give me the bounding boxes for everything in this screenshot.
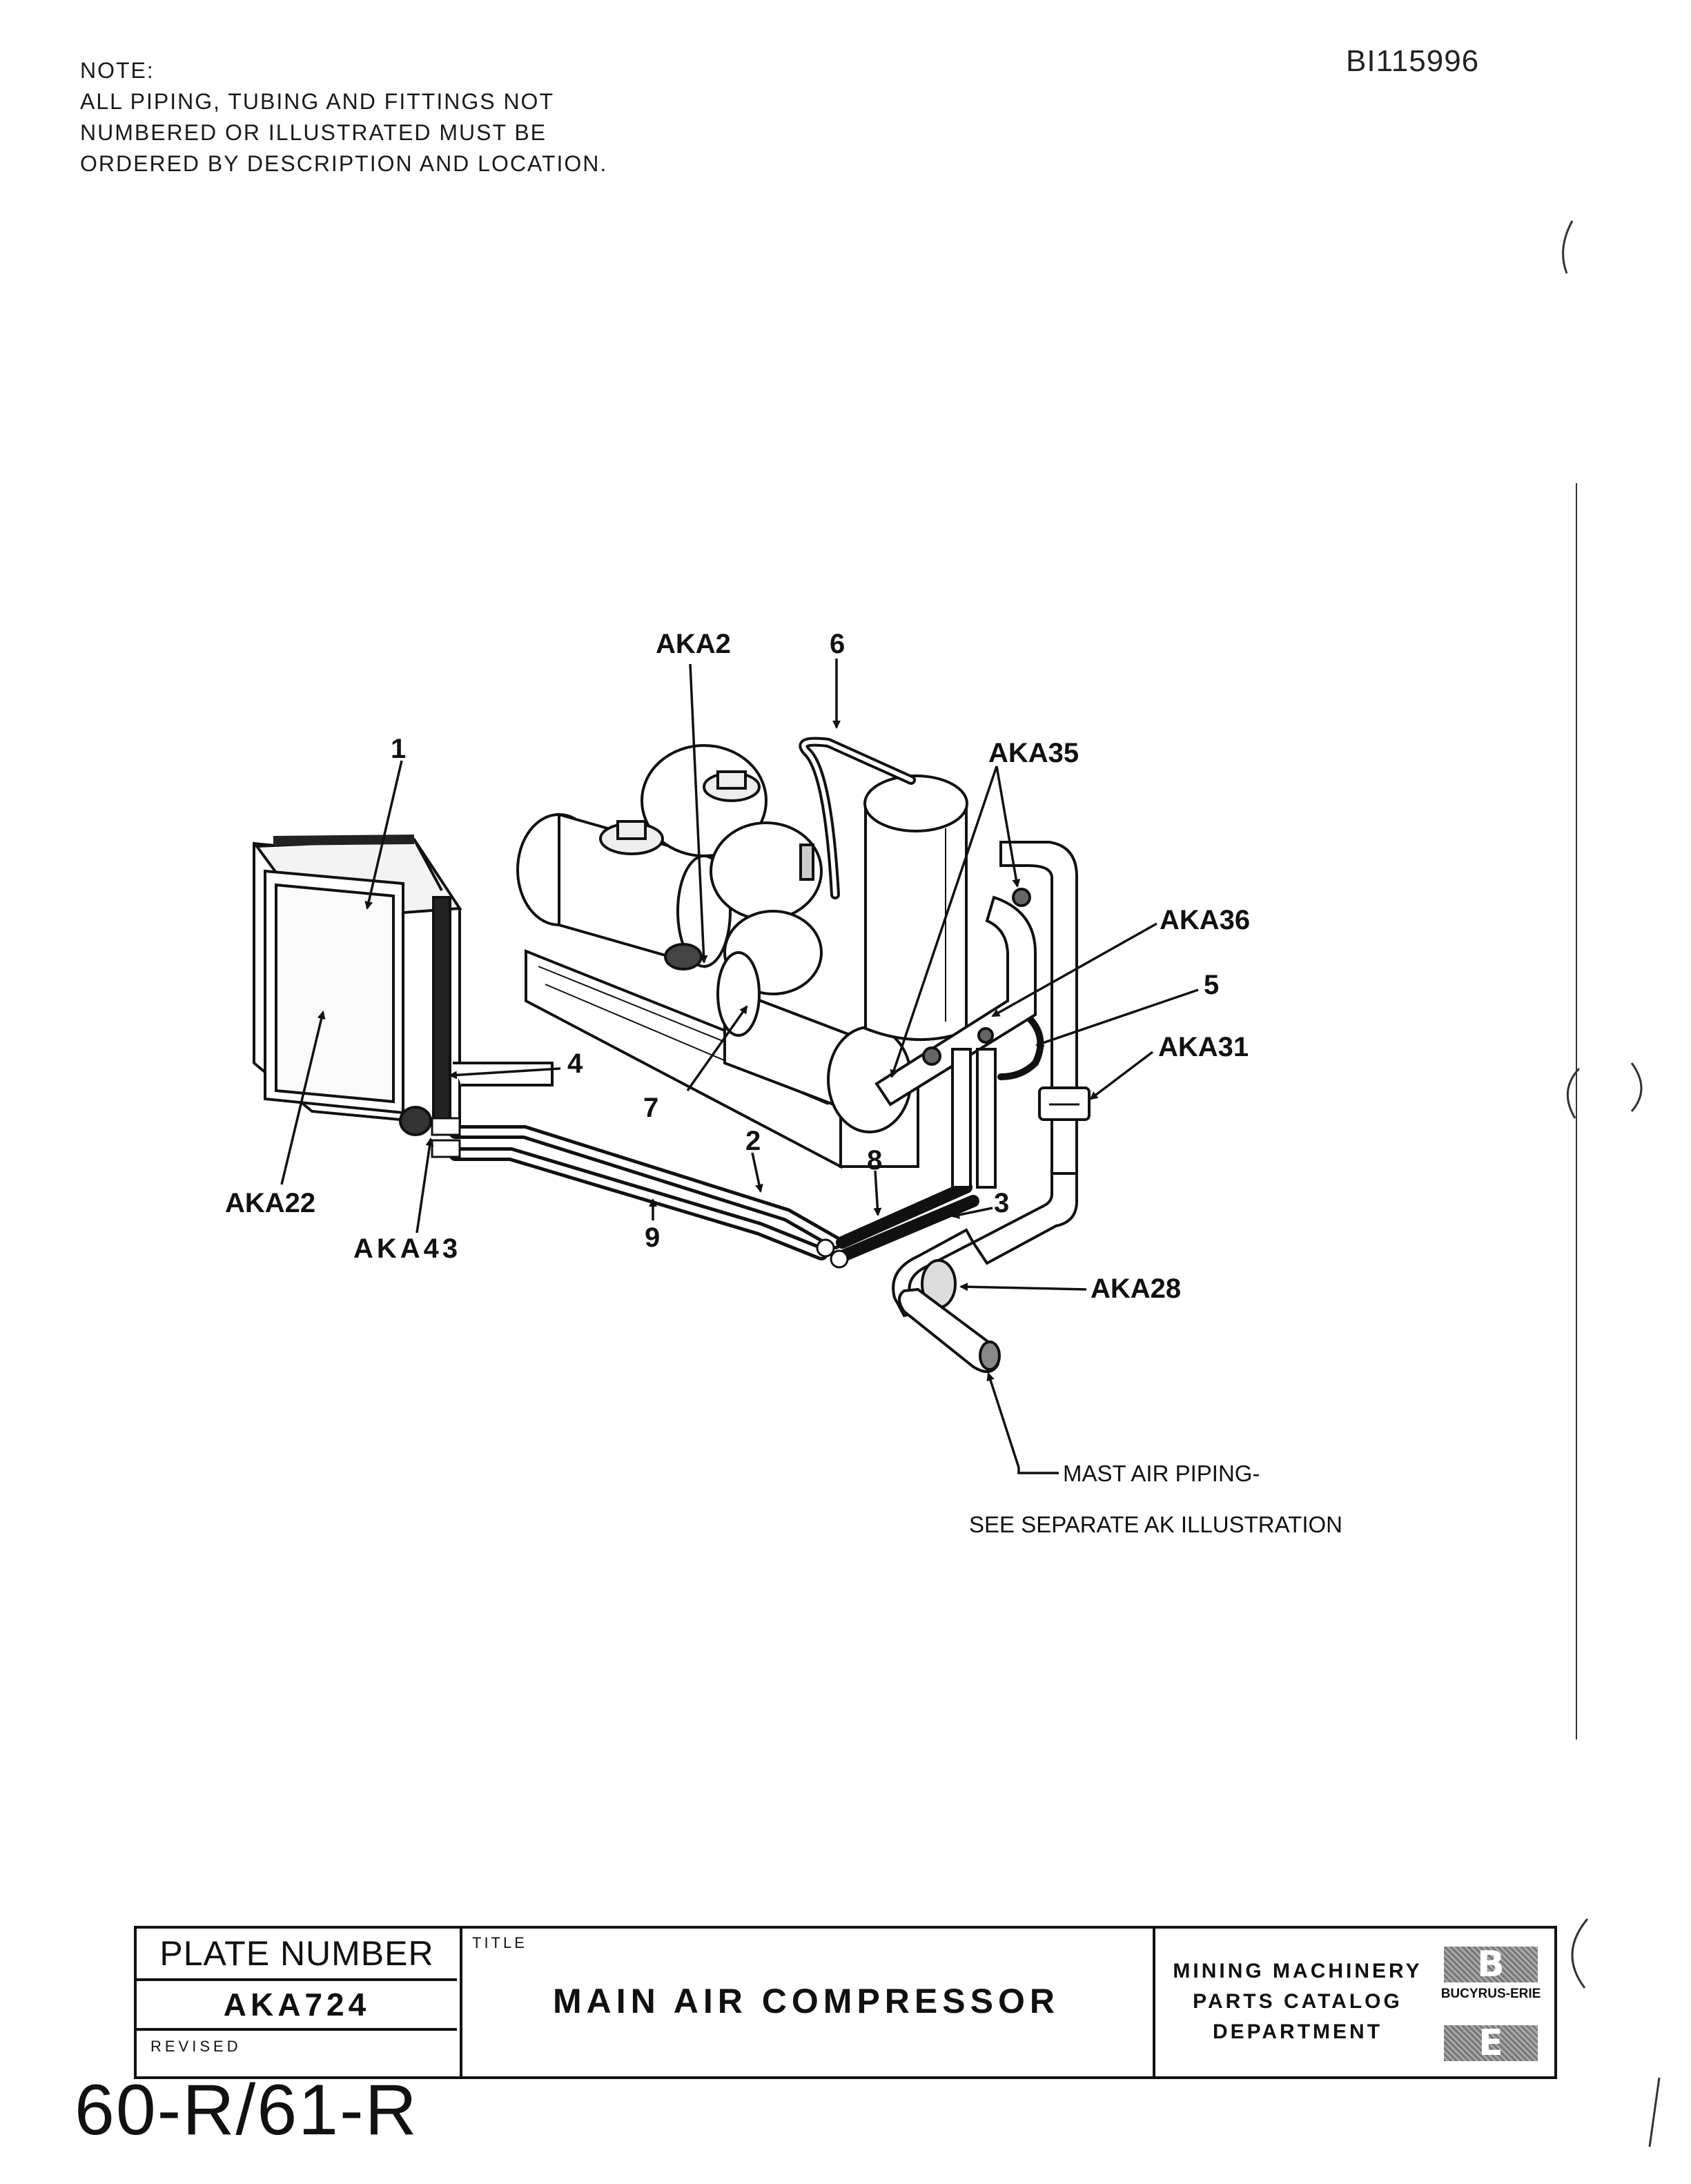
title-block: PLATE NUMBER AKA724 REVISED TITLE MAIN A… — [134, 1926, 1557, 2079]
compressor-body — [516, 744, 912, 1133]
model-code: 60-R/61-R — [75, 2070, 418, 2150]
callout-7: 7 — [643, 1093, 658, 1123]
logo-letter-top: B — [1477, 1944, 1505, 1985]
plate-number: AKA724 — [137, 1981, 457, 2031]
dept-line-2: PARTS CATALOG — [1193, 1990, 1402, 2013]
callout-5: 5 — [1204, 970, 1219, 1000]
plate-number-label: PLATE NUMBER — [137, 1929, 457, 1981]
plate-cell: PLATE NUMBER AKA724 REVISED — [137, 1929, 462, 2076]
title-tag: TITLE — [472, 1934, 527, 1951]
page-edge-marks — [1562, 220, 1661, 2147]
callout-aka31: AKA31 — [1158, 1032, 1249, 1062]
callout-aka36: AKA36 — [1160, 905, 1250, 935]
mast-note-line-1: MAST AIR PIPING- — [1063, 1461, 1260, 1486]
callout-aka2: AKA2 — [656, 629, 731, 659]
note-line-3: ORDERED BY DESCRIPTION AND LOCATION. — [80, 151, 608, 176]
receiver-tank — [863, 774, 968, 1042]
callout-8: 8 — [867, 1145, 882, 1176]
radiator-fittings — [431, 1117, 849, 1269]
callout-4: 4 — [567, 1049, 583, 1079]
discharge-piping — [874, 841, 1091, 1373]
revised-label: REVISED — [150, 2038, 242, 2055]
callout-9: 9 — [645, 1222, 660, 1253]
callout-aka43: AKA43 — [353, 1234, 461, 1264]
radiator-cooler — [253, 835, 554, 1136]
callout-aka35: AKA35 — [988, 738, 1079, 768]
note-heading: NOTE: — [80, 58, 155, 83]
plate-title: MAIN AIR COMPRESSOR — [553, 1982, 1059, 2020]
logo-name: BUCYRUS-ERIE — [1440, 1987, 1541, 2001]
callout-aka22: AKA22 — [225, 1188, 315, 1218]
callout-aka28: AKA28 — [1091, 1274, 1181, 1304]
callout-6: 6 — [830, 629, 845, 659]
document-id: BI115996 — [1346, 44, 1480, 78]
mast-note-line-2: SEE SEPARATE AK ILLUSTRATION — [969, 1512, 1342, 1537]
logo-top-panel: B — [1444, 1947, 1538, 1982]
dept-line-1: MINING MACHINERY — [1173, 1960, 1423, 1982]
ordering-note: NOTE: ALL PIPING, TUBING AND FITTINGS NO… — [80, 55, 607, 179]
callout-3: 3 — [994, 1188, 1009, 1218]
dept-line-3: DEPARTMENT — [1212, 2020, 1383, 2043]
bucyrus-erie-logo: B BUCYRUS-ERIE E — [1436, 1947, 1546, 2061]
department-cell: MINING MACHINERY PARTS CATALOG DEPARTMEN… — [1153, 1929, 1553, 2076]
note-line-1: ALL PIPING, TUBING AND FITTINGS NOT — [80, 89, 554, 114]
callout-2: 2 — [745, 1126, 761, 1156]
department-text: MINING MACHINERY PARTS CATALOG DEPARTMEN… — [1160, 1956, 1436, 2047]
logo-bottom-panel: E — [1444, 2025, 1538, 2061]
callout-1: 1 — [391, 734, 406, 764]
note-line-2: NUMBERED OR ILLUSTRATED MUST BE — [80, 120, 547, 145]
logo-letter-bottom: E — [1478, 2022, 1503, 2064]
hoses — [449, 737, 1044, 1262]
leader-lines — [280, 659, 1199, 1474]
title-cell: TITLE MAIN AIR COMPRESSOR — [460, 1929, 1155, 2076]
